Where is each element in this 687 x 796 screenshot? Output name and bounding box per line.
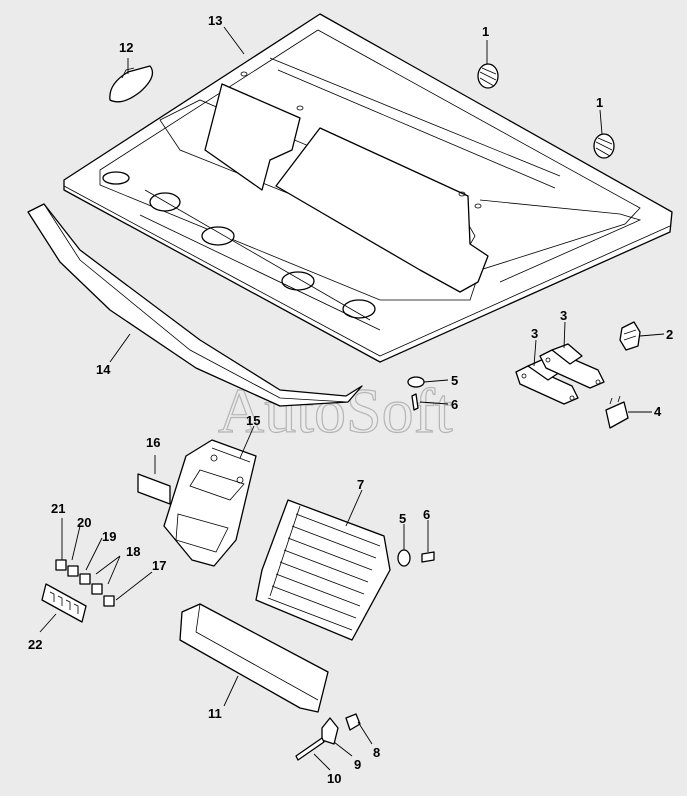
- bracket-right: [539, 343, 605, 389]
- callout-16: 16: [146, 435, 160, 450]
- speaker-grille-1: [477, 63, 499, 89]
- nut-part: [345, 713, 361, 731]
- callout-2: 2: [666, 327, 673, 342]
- parcel-shelf-panel: [63, 13, 673, 363]
- screw-upper: [411, 393, 419, 411]
- clip-part: [321, 717, 339, 745]
- pin-part: [295, 737, 325, 761]
- callout-1b: 1: [596, 95, 603, 110]
- callout-3b: 3: [531, 326, 538, 341]
- connector-part: [619, 321, 641, 351]
- courtesy-lamp-lens: [109, 65, 154, 103]
- callout-6a: 6: [451, 397, 458, 412]
- callout-5b: 5: [399, 511, 406, 526]
- callout-22: 22: [28, 637, 42, 652]
- callout-15: 15: [246, 413, 260, 428]
- callout-9: 9: [354, 757, 361, 772]
- callout-1a: 1: [482, 24, 489, 39]
- switch-buttons: [55, 559, 115, 607]
- callout-labels: 1 1 2 3 3 4 5 6 5 6 7 8 9 10 11 12 13 14…: [28, 13, 673, 786]
- callout-20: 20: [77, 515, 91, 530]
- lower-trim-strip: [27, 203, 363, 407]
- callout-3a: 3: [560, 308, 567, 323]
- washer-lower: [397, 549, 411, 567]
- callout-12: 12: [119, 40, 133, 55]
- washer-upper: [407, 376, 425, 388]
- callout-19: 19: [102, 529, 116, 544]
- callout-8: 8: [373, 745, 380, 760]
- callout-4: 4: [654, 404, 662, 419]
- screw-lower: [421, 551, 435, 563]
- callout-18: 18: [126, 544, 140, 559]
- callout-10: 10: [327, 771, 341, 786]
- callout-21: 21: [51, 501, 65, 516]
- callout-17: 17: [152, 558, 166, 573]
- callout-11: 11: [208, 706, 222, 721]
- trim-bar: [179, 603, 329, 713]
- leader-lines: [39, 26, 665, 771]
- callout-5a: 5: [451, 373, 458, 388]
- callout-7: 7: [357, 477, 364, 492]
- fuse-part: [605, 395, 629, 429]
- amplifier-bracket: [163, 439, 257, 567]
- callout-13: 13: [208, 13, 222, 28]
- switch-panel: [41, 583, 87, 623]
- label-plate: [137, 473, 171, 505]
- amplifier-unit: [255, 499, 391, 641]
- callout-6b: 6: [423, 507, 430, 522]
- callout-14: 14: [96, 362, 111, 377]
- speaker-grille-2: [593, 133, 615, 159]
